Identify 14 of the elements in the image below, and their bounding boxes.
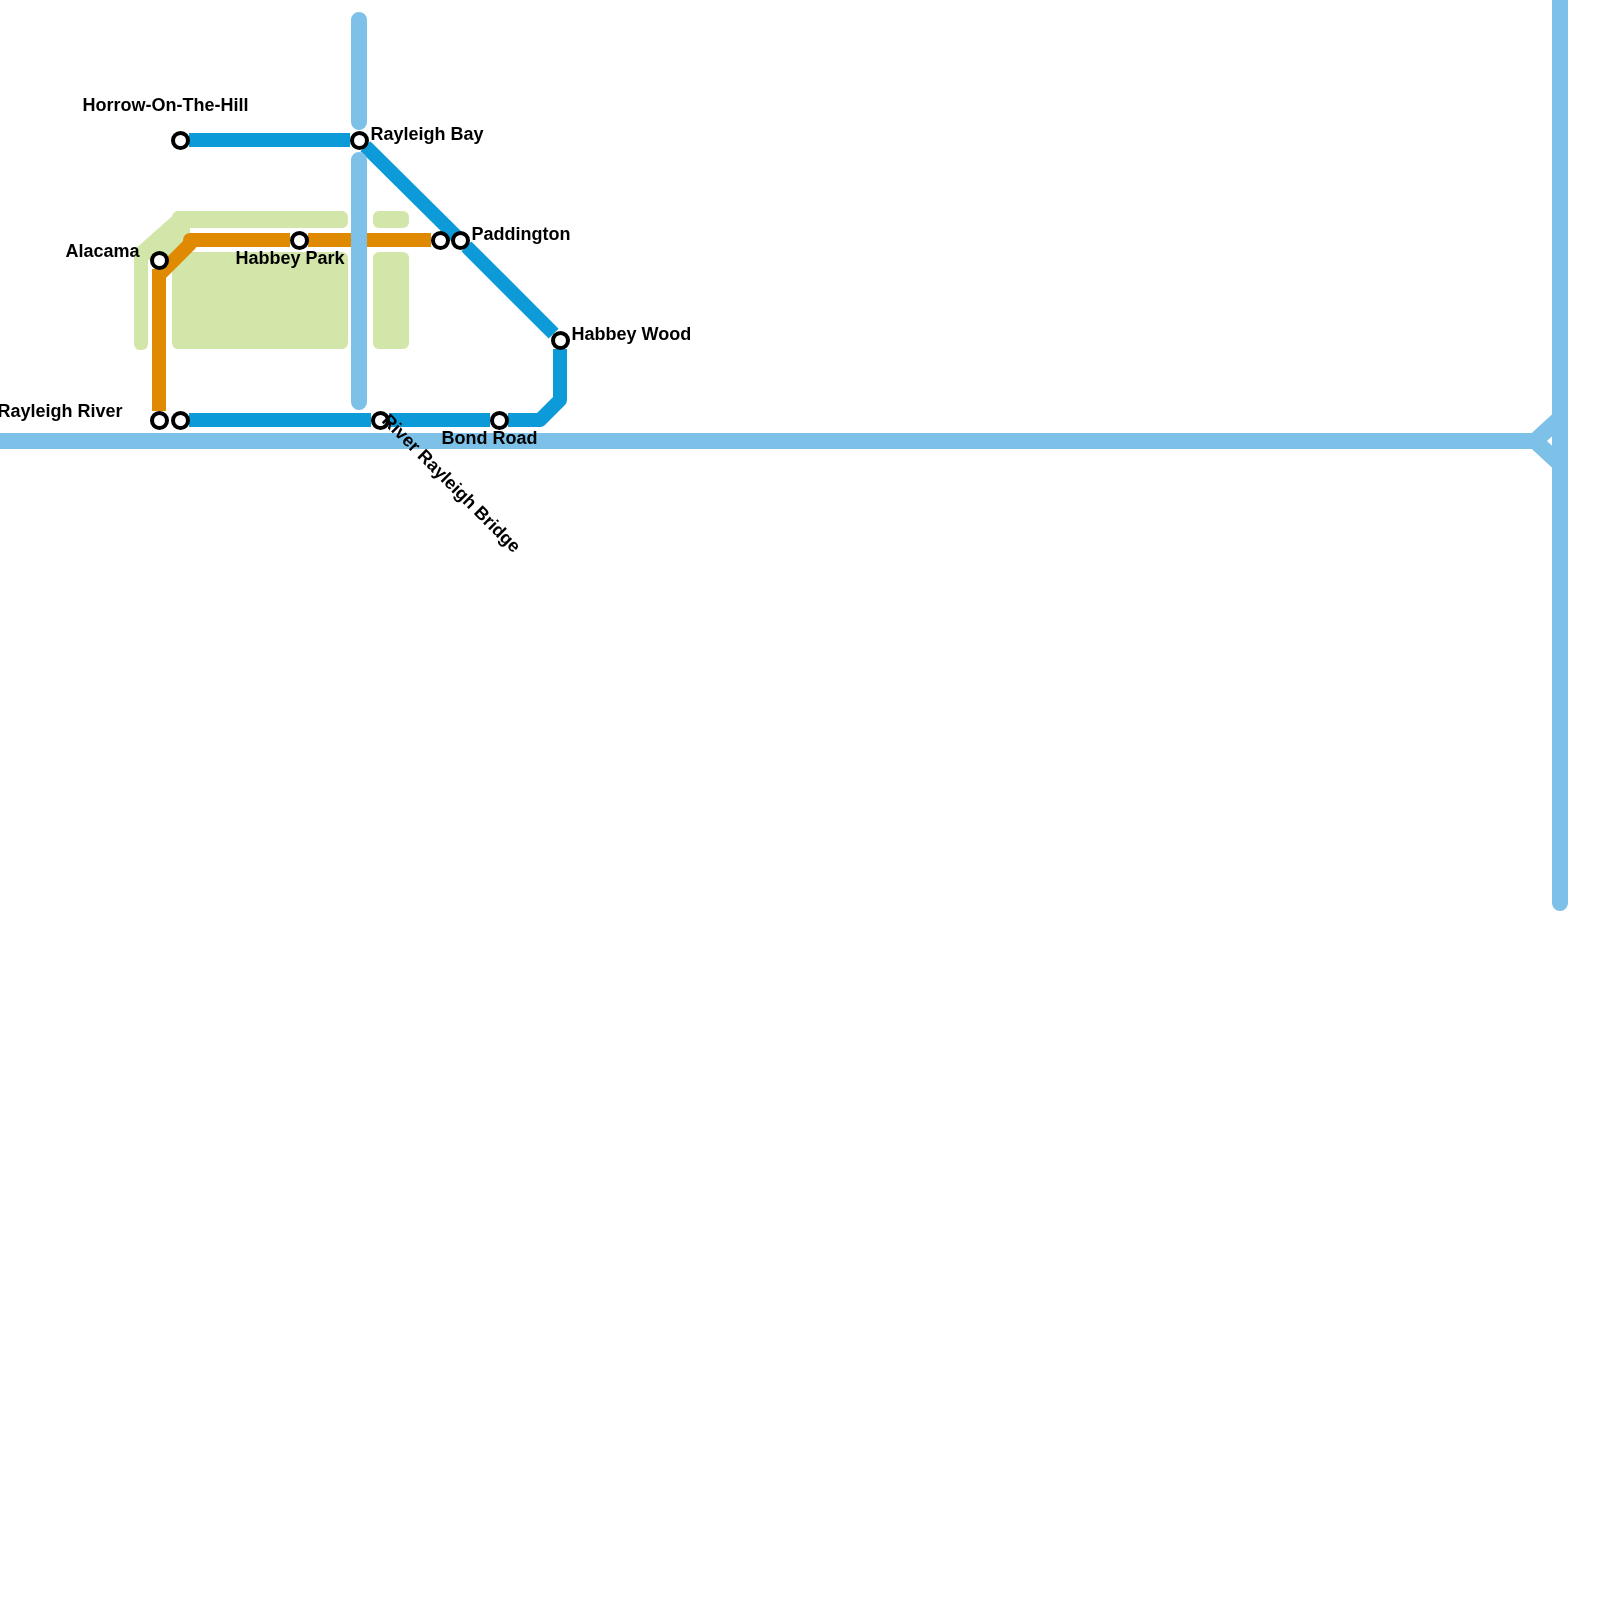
metro-line [189,413,371,427]
station-label: Horrow-On-The-Hill [82,94,249,116]
station-label: Habbey Wood [571,323,692,345]
station-label: Bond Road [441,427,538,449]
station-marker [170,410,190,430]
metro-line [389,413,490,427]
station-label: Paddington [471,223,571,245]
metro-line [189,133,350,147]
metro-line [461,241,559,339]
station-label: Rayleigh Bay [370,123,484,145]
metro-line [508,349,567,427]
station-label: Alacama [65,240,140,262]
station-label: Habbey Park [235,247,345,269]
metro-line [308,233,431,247]
